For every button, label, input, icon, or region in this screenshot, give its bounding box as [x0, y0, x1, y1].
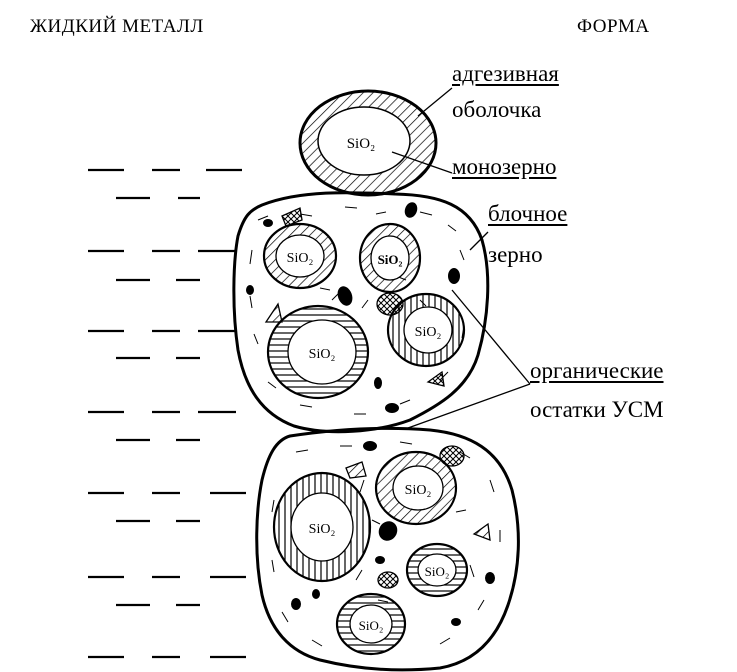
monograin: SiO₂ [300, 91, 436, 195]
sio2-grain: SiO₂ [274, 473, 370, 581]
sio2-grain: SiO₂ [407, 544, 467, 596]
svg-text:SiO₂: SiO₂ [287, 251, 314, 266]
svg-text:SiO₂: SiO₂ [415, 325, 442, 340]
sio2-grain: SiO₂ [264, 224, 336, 288]
svg-text:SiO₂: SiO₂ [405, 483, 432, 498]
svg-text:SiO₂: SiO₂ [425, 564, 450, 579]
sio2-grain: SiO₂ [360, 224, 420, 292]
svg-text:SiO₂: SiO₂ [309, 522, 336, 537]
svg-text:SiO₂: SiO₂ [359, 618, 384, 633]
liquid-metal-dashes [88, 170, 246, 657]
svg-text:SiO₂: SiO₂ [378, 252, 403, 267]
sio2-grain: SiO₂ [337, 594, 405, 654]
svg-text:SiO₂: SiO₂ [309, 347, 336, 362]
monograin-sio2-label: SiO₂ [347, 136, 376, 152]
sio2-grain: SiO₂ [268, 306, 368, 398]
